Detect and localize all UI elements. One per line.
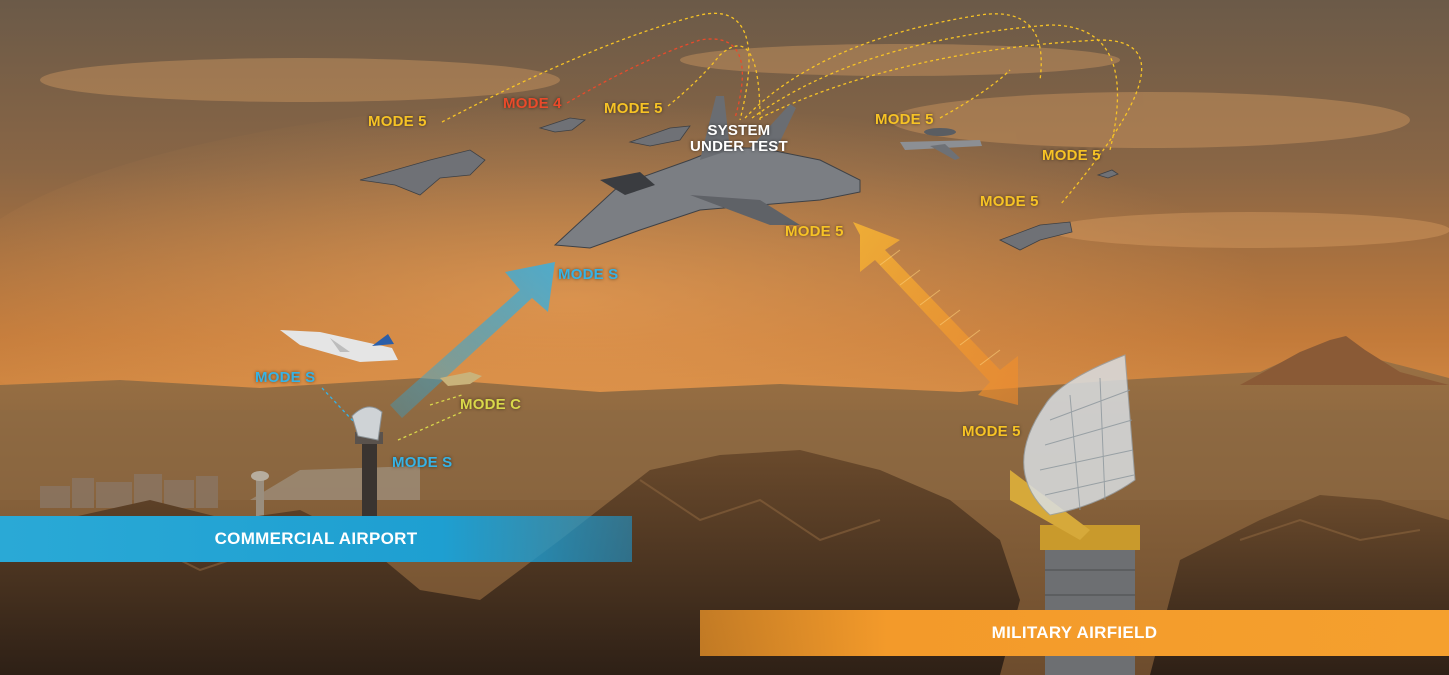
commercial-airport-banner: COMMERCIAL AIRPORT <box>0 516 632 562</box>
military-airfield-banner: MILITARY AIRFIELD <box>700 610 1449 656</box>
mode-5-arrow <box>853 222 1018 405</box>
mode-5-label: MODE 5 <box>1042 147 1101 164</box>
awacs-icon <box>900 128 982 160</box>
commercial-radar-icon <box>351 406 383 520</box>
bizjet-icon <box>440 372 482 386</box>
mode-s-label: MODE S <box>558 266 619 283</box>
mode-s-label: MODE S <box>392 454 453 471</box>
system-under-test-line1: SYSTEM <box>707 122 771 139</box>
fighter-jet-icon <box>359 149 486 196</box>
system-under-test-label: SYSTEM UNDER TEST <box>690 123 788 155</box>
mode-5-label: MODE 5 <box>875 111 934 128</box>
mode-5-label: MODE 5 <box>980 193 1039 210</box>
mode-4-label: MODE 4 <box>503 95 562 112</box>
military-airfield-label: MILITARY AIRFIELD <box>991 623 1158 642</box>
commercial-airport-label: COMMERCIAL AIRPORT <box>214 529 418 548</box>
mode-5-label: MODE 5 <box>368 113 427 130</box>
system-under-test-jet <box>553 96 861 249</box>
fighter-jet-icon <box>538 117 587 133</box>
mode-5-label: MODE 5 <box>785 223 844 240</box>
mode-s-arrow <box>390 262 555 418</box>
airliner-icon <box>280 330 398 362</box>
fighter-jet-icon <box>628 125 691 147</box>
system-under-test-line2: UNDER TEST <box>690 138 788 155</box>
mode-5-label: MODE 5 <box>962 423 1021 440</box>
mode-5-label: MODE 5 <box>604 100 663 117</box>
mode-s-label: MODE S <box>255 369 316 386</box>
mode-c-label: MODE C <box>460 396 522 413</box>
fighter-jet-icon <box>1096 169 1119 179</box>
fighter-jet-icon <box>999 221 1073 251</box>
